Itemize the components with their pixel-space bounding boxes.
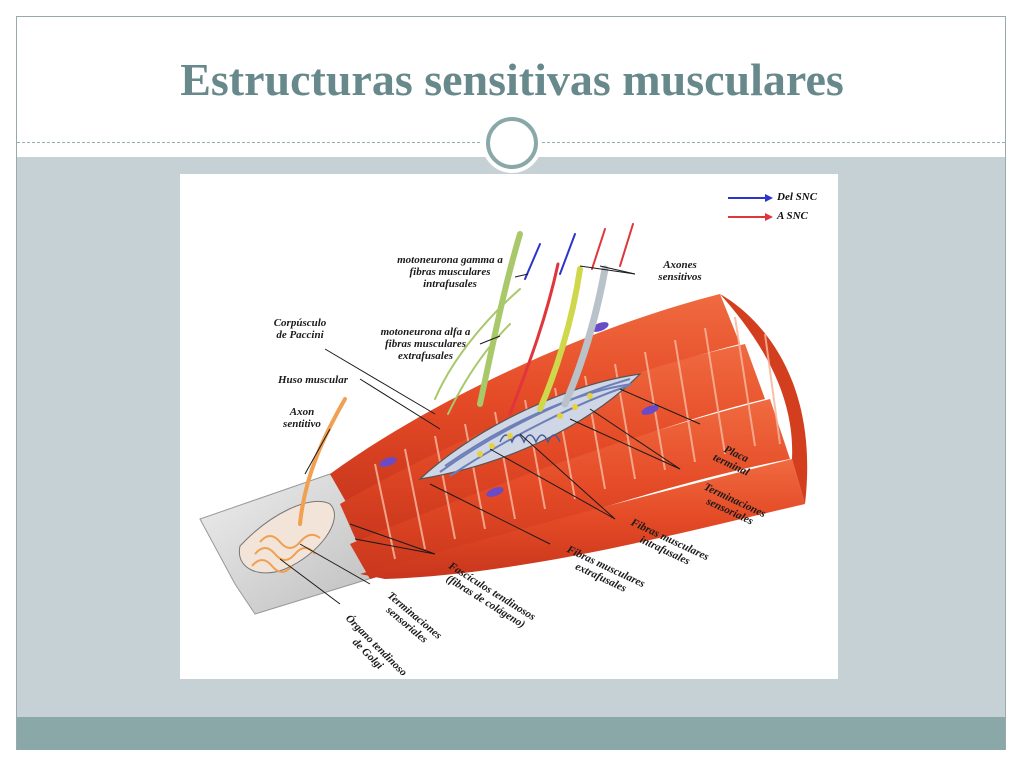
circle-ornament-icon: [482, 113, 542, 173]
intrafusal-fibers: [439, 378, 633, 477]
muscle-illustration: [199, 194, 808, 615]
footer-band: [17, 717, 1005, 750]
sensory-endings-spindle: [477, 393, 593, 457]
label-sensory-axon: Axon sentitivo: [283, 406, 321, 430]
label-muscle-spindle: Huso muscular: [278, 374, 348, 386]
label-gamma-motoneuron: motoneurona gamma a fibras musculares in…: [397, 254, 503, 290]
spindle-coils: [499, 434, 561, 444]
legend-del-snc: Del SNC: [777, 191, 818, 203]
golgi-fibers: [251, 533, 321, 573]
legend-arrows: [728, 194, 773, 221]
label-sensory-axons: Axones sensitivos: [658, 259, 702, 283]
leader-lines: [279, 265, 701, 605]
label-alpha-motoneuron: motoneurona alfa a fibras musculares ext…: [380, 326, 471, 362]
muscle-diagram: Del SNC A SNC motoneurona gamma a fibras…: [180, 174, 838, 679]
muscle-spindle: [418, 373, 642, 480]
legend-a-snc: A SNC: [777, 210, 808, 222]
label-paccini-corpuscle: Corpúsculo de Paccini: [273, 317, 327, 341]
golgi-tendon-organ: [238, 500, 335, 574]
slide-title: Estructuras sensitivas musculares: [180, 54, 844, 105]
muscle-nuclei: [379, 322, 659, 497]
nerve-fibers: [298, 223, 634, 526]
